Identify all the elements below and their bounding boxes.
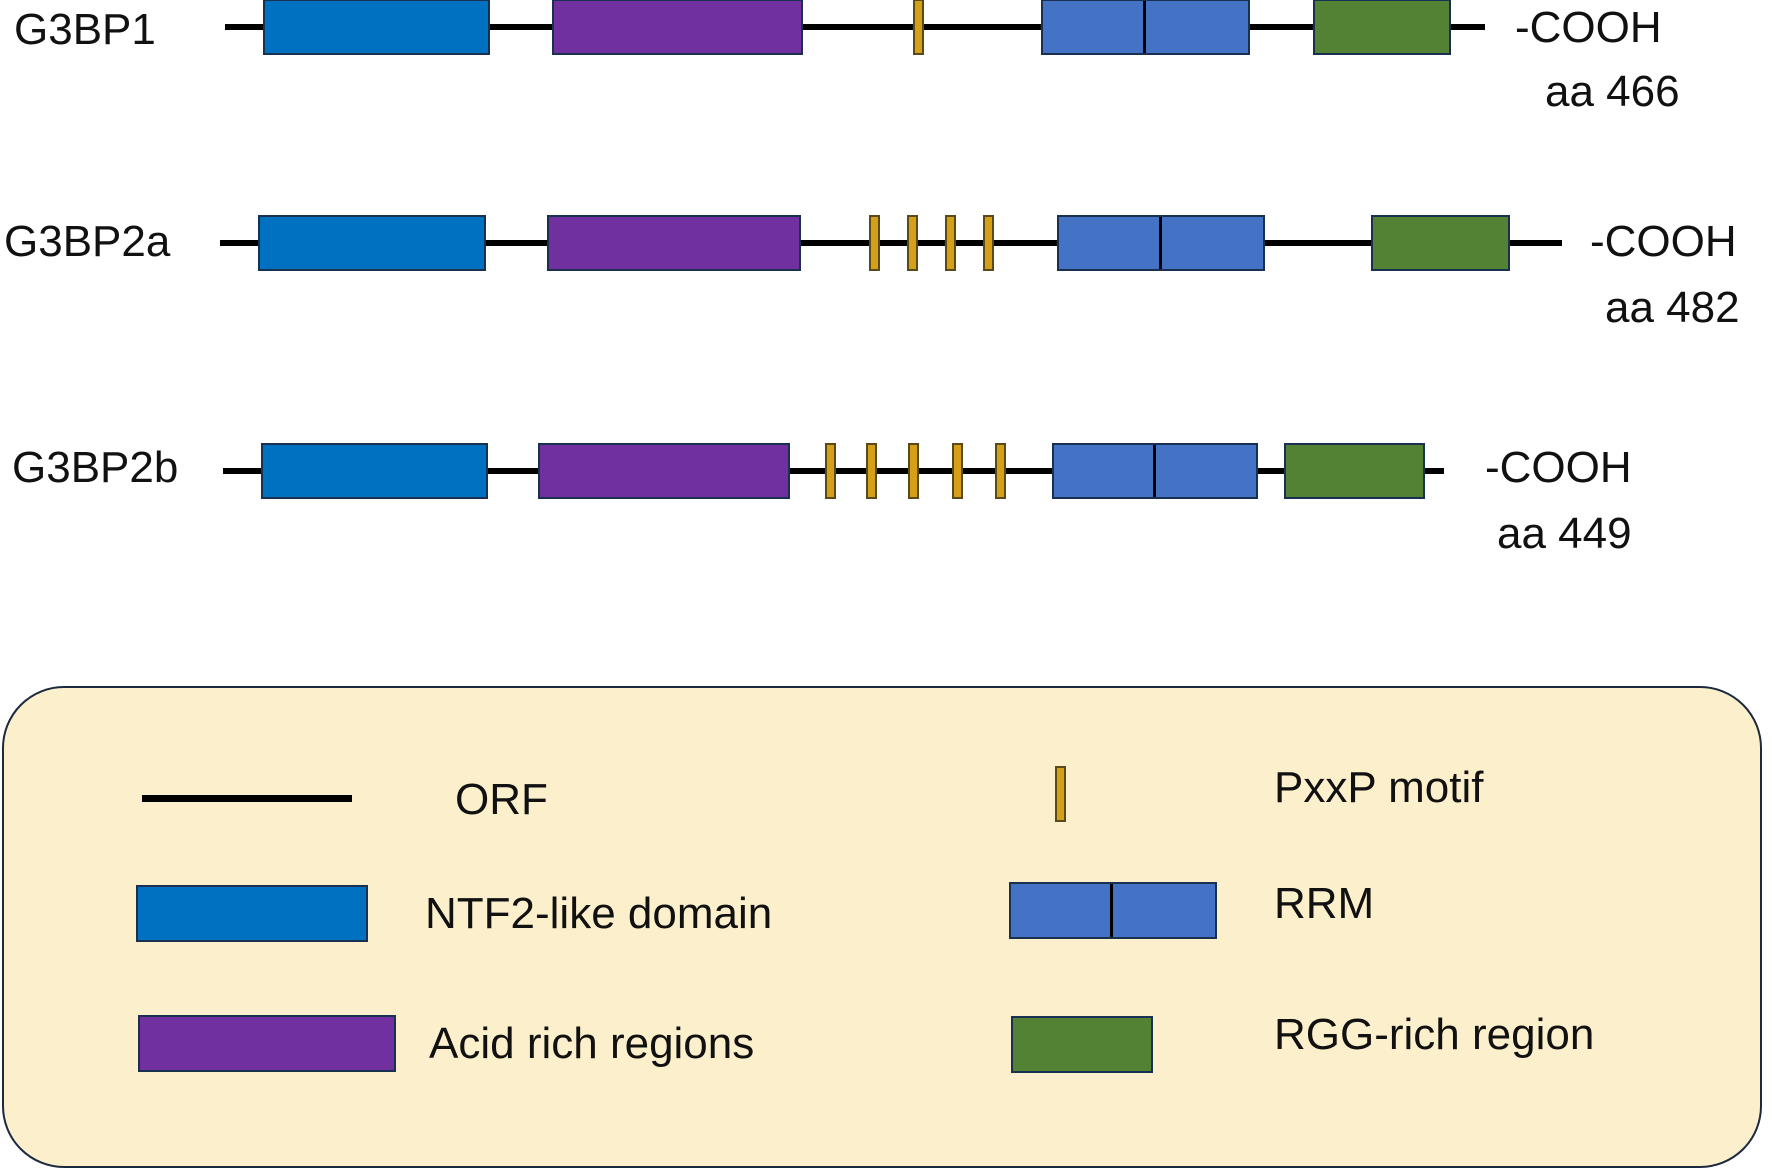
rrm-divider	[1159, 217, 1162, 269]
legend-panel: ORF NTF2-like domain Acid rich regions P…	[2, 686, 1762, 1168]
cooh-label: -COOH	[1485, 443, 1632, 492]
protein-row-g3bp2a: G3BP2a -COOH aa 482	[0, 0, 1772, 340]
rgg-rich-region	[1313, 0, 1451, 55]
pxxp-motif	[994, 443, 1006, 499]
legend-acid-label: Acid rich regions	[429, 1019, 755, 1068]
pxxp-motif	[824, 443, 836, 499]
protein-row-g3bp1: G3BP1 -COOH aa 466	[0, 0, 1772, 130]
acid-rich-region	[552, 0, 803, 55]
protein-name: G3BP2a	[4, 217, 171, 266]
cooh-label: -COOH	[1515, 3, 1662, 52]
rgg-rich-region	[1371, 215, 1510, 271]
ntf2-domain	[258, 215, 486, 271]
length-label: aa 466	[1545, 67, 1680, 116]
pxxp-motif	[865, 443, 877, 499]
legend-ntf2-swatch	[136, 885, 368, 942]
rgg-rich-region	[1284, 443, 1425, 499]
rrm-domain	[1057, 215, 1265, 271]
orf-line	[220, 240, 1562, 246]
protein-name: G3BP1	[14, 5, 156, 54]
pxxp-motif	[868, 215, 880, 271]
pxxp-motif	[912, 0, 924, 55]
ntf2-domain	[261, 443, 488, 499]
pxxp-motif	[907, 443, 919, 499]
ntf2-domain	[263, 0, 490, 55]
legend-acid-swatch	[138, 1015, 396, 1072]
legend-ntf2-label: NTF2-like domain	[425, 889, 773, 938]
legend-orf-swatch	[142, 795, 352, 802]
pxxp-motif	[982, 215, 994, 271]
pxxp-motif	[944, 215, 956, 271]
rrm-domain	[1041, 0, 1250, 55]
rrm-divider	[1143, 1, 1146, 53]
legend-orf-label: ORF	[455, 775, 548, 824]
legend-pxxp-swatch	[1055, 766, 1066, 822]
rrm-divider	[1110, 884, 1113, 937]
pxxp-motif	[906, 215, 918, 271]
legend-rgg-swatch	[1011, 1016, 1153, 1073]
legend-pxxp-label: PxxP motif	[1274, 763, 1484, 812]
legend-rgg-label: RGG-rich region	[1274, 1010, 1595, 1059]
protein-name: G3BP2b	[12, 443, 179, 492]
acid-rich-region	[538, 443, 790, 499]
length-label: aa 449	[1497, 509, 1632, 558]
legend-rrm-label: RRM	[1274, 879, 1375, 928]
acid-rich-region	[547, 215, 801, 271]
protein-row-g3bp2b: G3BP2b -COOH aa 449	[0, 0, 1772, 560]
pxxp-motif	[951, 443, 963, 499]
length-label: aa 482	[1605, 283, 1740, 332]
orf-line	[225, 24, 1485, 30]
cooh-label: -COOH	[1590, 217, 1737, 266]
rrm-domain	[1052, 443, 1258, 499]
rrm-divider	[1153, 445, 1156, 497]
legend-rrm-swatch	[1009, 882, 1217, 939]
